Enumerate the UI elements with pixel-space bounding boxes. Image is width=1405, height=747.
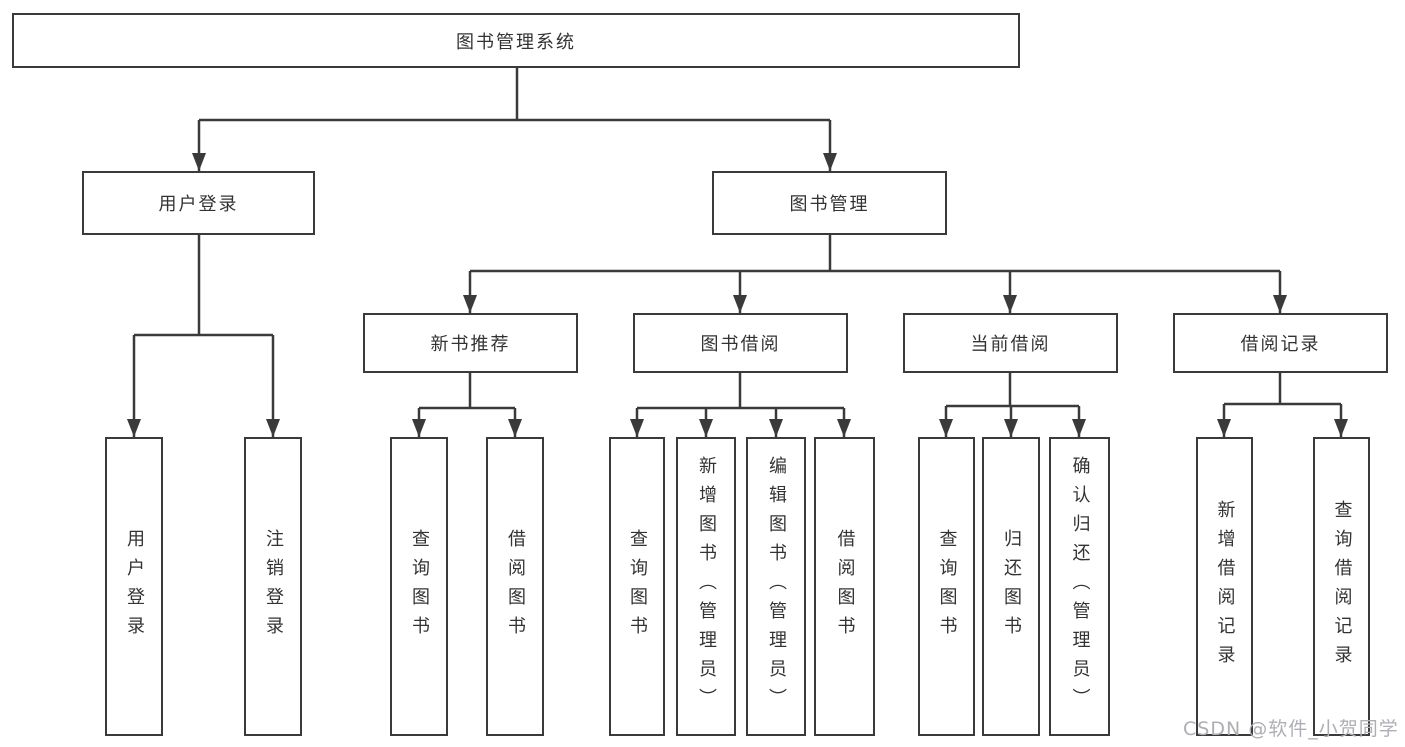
leaf-borrowing-add-book-admin: 新增图书（管理员） <box>676 437 736 736</box>
leaf-label: 借阅图书 <box>505 528 526 645</box>
leaf-newbook-query-book: 查询图书 <box>390 437 448 736</box>
node-label: 图书管理系统 <box>456 31 576 53</box>
node-borrow-records: 借阅记录 <box>1173 313 1388 373</box>
leaf-records-query-record: 查询借阅记录 <box>1313 437 1370 736</box>
node-label: 图书管理 <box>789 194 870 215</box>
node-current-borrowing: 当前借阅 <box>903 313 1118 373</box>
leaf-label: 用户登录 <box>124 528 145 645</box>
leaf-records-add-record: 新增借阅记录 <box>1196 437 1253 736</box>
node-label: 新书推荐 <box>430 334 511 355</box>
leaf-current-query-book: 查询图书 <box>918 437 975 736</box>
leaf-current-return-book: 归还图书 <box>982 437 1040 736</box>
leaf-user-login: 用户登录 <box>105 437 163 736</box>
node-book-management: 图书管理 <box>712 171 947 235</box>
leaf-label: 借阅图书 <box>834 528 856 645</box>
csdn-watermark: CSDN @软件_小贺同学 <box>1183 718 1399 740</box>
leaf-label: 新增借阅记录 <box>1214 499 1236 674</box>
leaf-current-confirm-return-admin: 确认归还（管理员） <box>1049 437 1110 736</box>
leaf-borrowing-query-book: 查询图书 <box>609 437 665 736</box>
leaf-label: 确认归还（管理员） <box>1069 456 1091 717</box>
node-label: 图书借阅 <box>700 334 781 355</box>
node-label: 用户登录 <box>158 194 239 215</box>
leaf-logout: 注销登录 <box>244 437 302 736</box>
node-label: 借阅记录 <box>1240 334 1321 355</box>
leaf-label: 查询图书 <box>936 528 958 645</box>
leaf-label: 查询图书 <box>409 528 430 645</box>
leaf-newbook-borrow-book: 借阅图书 <box>486 437 544 736</box>
leaf-label: 注销登录 <box>263 528 284 645</box>
leaf-label: 编辑图书（管理员） <box>766 456 787 717</box>
node-new-book-recommend: 新书推荐 <box>363 313 578 373</box>
leaf-label: 查询借阅记录 <box>1331 499 1353 674</box>
node-label: 当前借阅 <box>970 334 1051 355</box>
leaf-borrowing-borrow-book: 借阅图书 <box>814 437 875 736</box>
node-user-login: 用户登录 <box>82 171 315 235</box>
node-book-borrowing: 图书借阅 <box>633 313 848 373</box>
leaf-label: 查询图书 <box>627 528 648 645</box>
leaf-label: 新增图书（管理员） <box>696 456 717 717</box>
leaf-borrowing-edit-book-admin: 编辑图书（管理员） <box>746 437 806 736</box>
leaf-label: 归还图书 <box>1001 528 1022 645</box>
node-library-management-system: 图书管理系统 <box>12 13 1020 68</box>
